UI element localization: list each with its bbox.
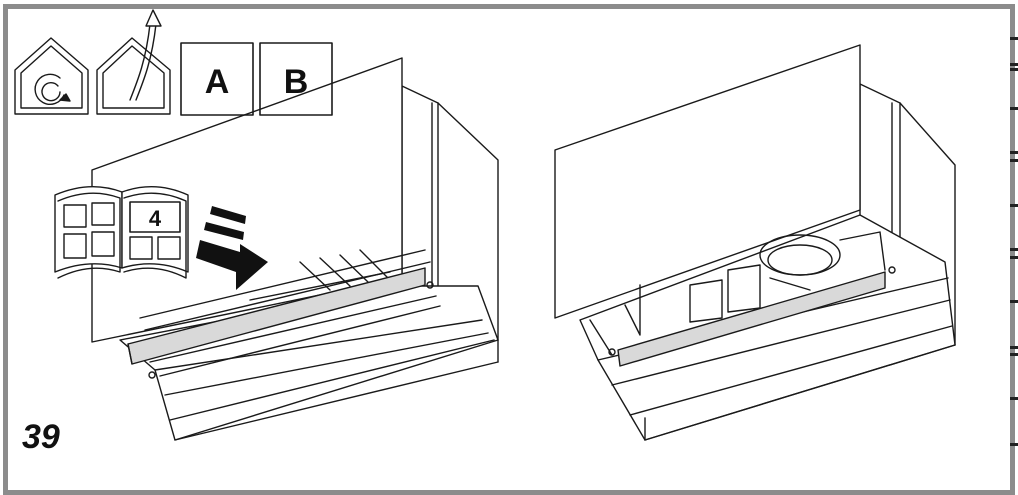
manual-page-number: 4: [149, 206, 162, 231]
box-a: A: [180, 42, 254, 116]
insertion-arrow: [196, 206, 268, 290]
extraction-house-icon: [96, 9, 171, 115]
box-b: B: [259, 42, 333, 116]
box-b-label: B: [284, 63, 309, 101]
hood-right-after: [554, 44, 956, 441]
recirculation-house-icon: [14, 37, 89, 115]
figure-number: 39: [22, 418, 60, 456]
open-manual-icon: 4: [54, 185, 189, 279]
box-a-label: A: [205, 63, 230, 101]
